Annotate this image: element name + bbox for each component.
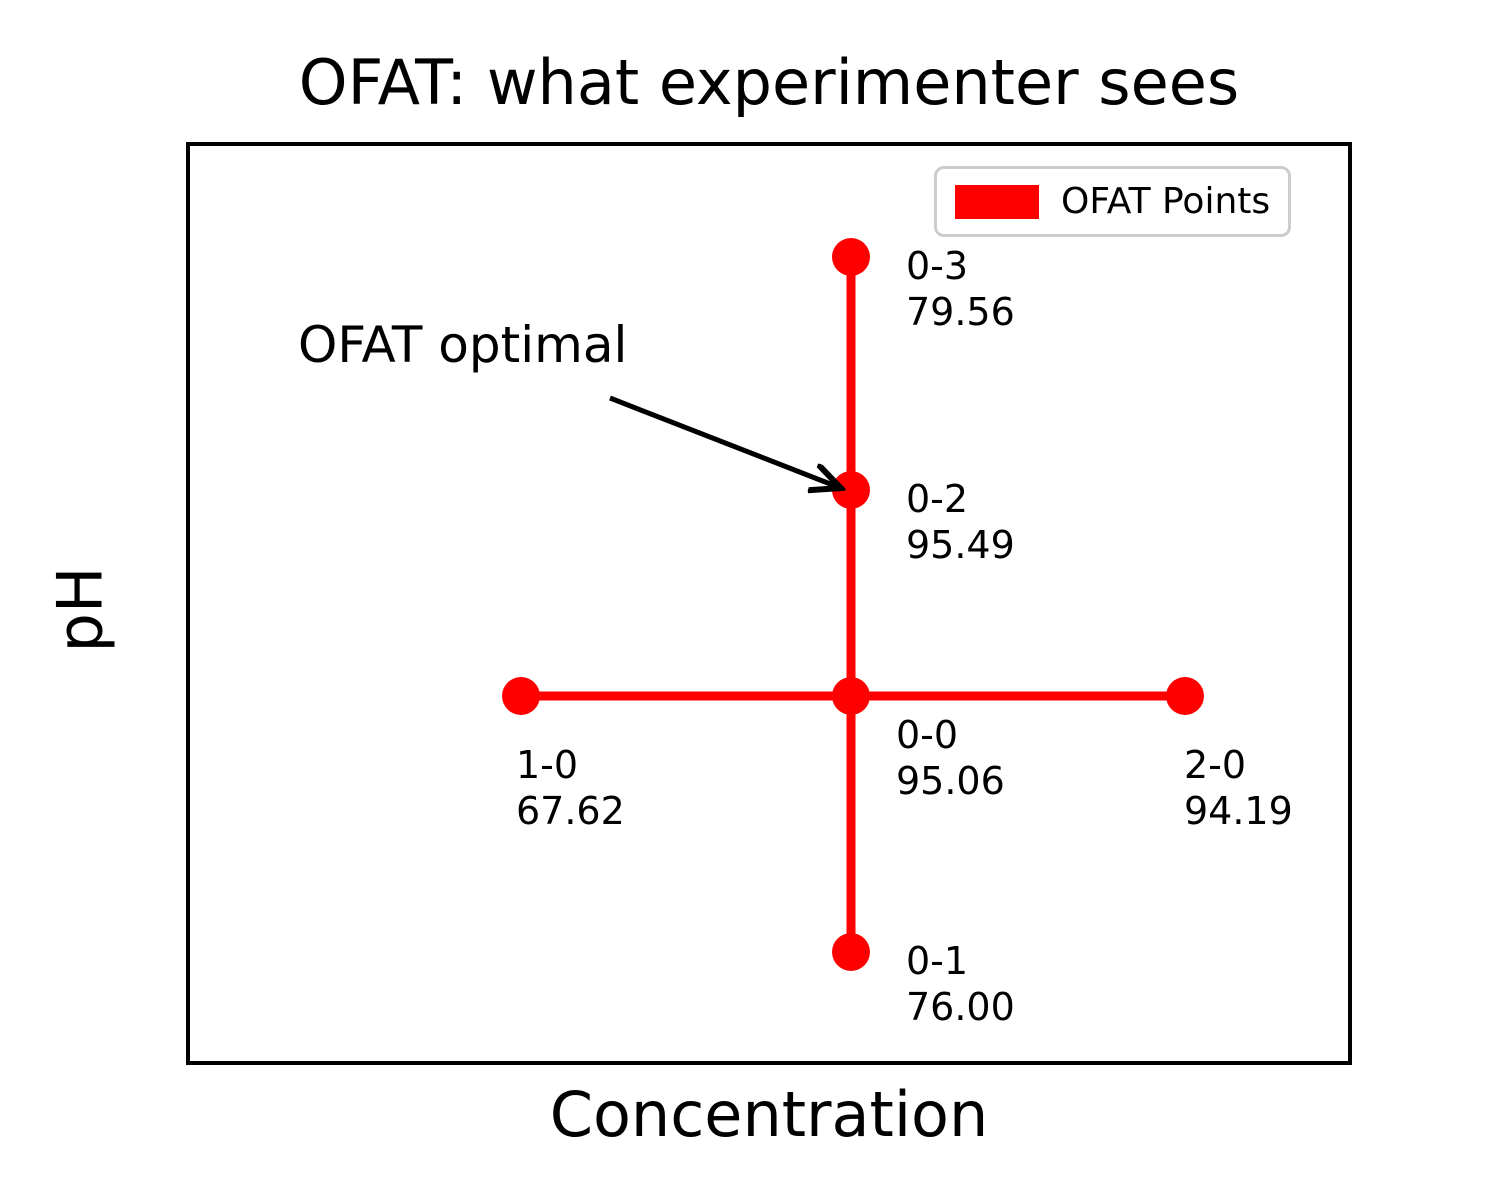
data-label-0-2: 0-2 95.49: [906, 477, 1015, 568]
chart-legend[interactable]: OFAT Points: [934, 166, 1292, 237]
data-label-0-3: 0-3 79.56: [906, 244, 1015, 335]
data-label-1-0: 1-0 67.62: [516, 743, 625, 834]
legend-label-ofat-points: OFAT Points: [1061, 181, 1271, 222]
data-label-2-0: 2-0 94.19: [1184, 743, 1293, 834]
y-axis-label: pH: [43, 566, 117, 653]
legend-swatch-icon: [955, 184, 1039, 219]
data-label-0-1: 0-1 76.00: [906, 939, 1015, 1030]
plot-area: [186, 142, 1352, 1065]
page-title: OFAT: what experimenter sees: [298, 46, 1240, 119]
annotation-ofat-optimal: OFAT optimal: [298, 316, 628, 374]
data-label-0-0: 0-0 95.06: [896, 713, 1005, 804]
x-axis-label: Concentration: [549, 1078, 989, 1151]
